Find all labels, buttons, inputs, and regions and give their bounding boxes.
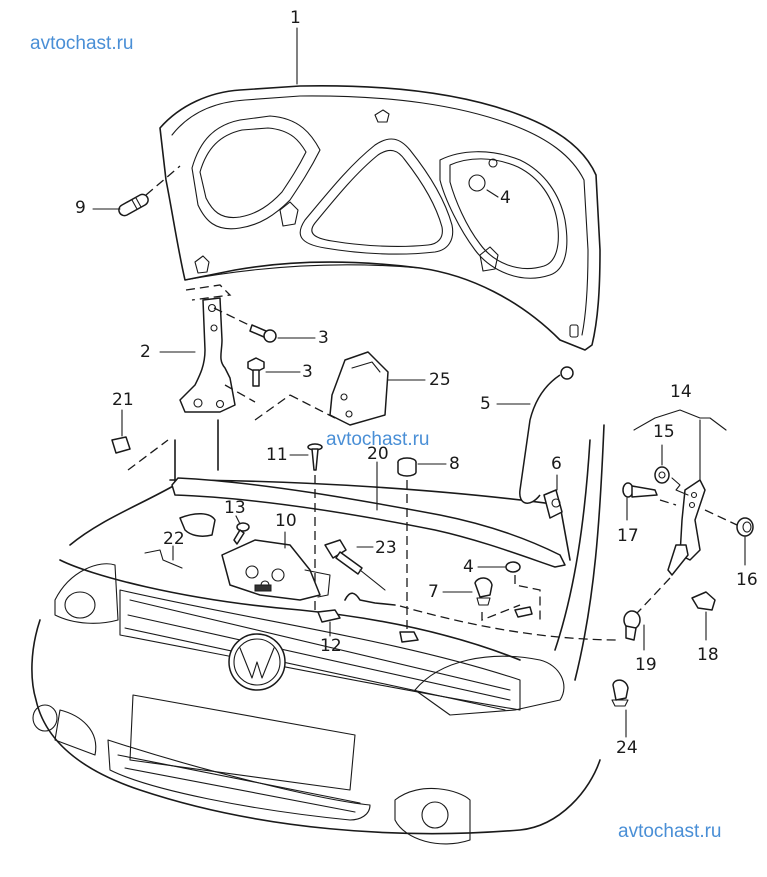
callout-9: 9 (75, 198, 86, 218)
adjustable-buffer-part (118, 165, 181, 217)
callout-22: 22 (163, 529, 185, 549)
nut-part (654, 466, 689, 496)
callout-12: 12 (320, 636, 342, 656)
callout-23: 23 (375, 538, 397, 558)
callout-3-upper: 3 (318, 328, 329, 348)
leader-4a (486, 189, 499, 198)
hood-latch-part (221, 539, 331, 601)
hinge-bolt-part (247, 324, 277, 387)
callout-13: 13 (224, 498, 246, 518)
latch-bolt-part (233, 522, 250, 545)
rubber-buffer-part (397, 457, 419, 643)
callout-25: 25 (429, 370, 451, 390)
callout-4-hood: 4 (500, 188, 511, 208)
hood-part (159, 84, 601, 351)
callout-6: 6 (551, 454, 562, 474)
lever-handle-cap-part (704, 509, 754, 537)
callout-24: 24 (616, 738, 638, 758)
latch-support-part (144, 513, 216, 569)
callout-4-lower: 4 (463, 557, 474, 577)
hood-seal-part (171, 477, 566, 568)
callout-17: 17 (617, 526, 639, 546)
callout-15: 15 (653, 422, 675, 442)
callout-16: 16 (736, 570, 758, 590)
callout-18: 18 (697, 645, 719, 665)
cable-holder-part (691, 591, 716, 611)
hood-hinge-part (179, 284, 256, 413)
lock-carrier-bracket-part (254, 351, 389, 426)
grommet-clip-part (474, 561, 541, 621)
cable-clip-part (317, 609, 341, 623)
callout-10: 10 (275, 511, 297, 531)
car-body (31, 419, 605, 845)
callout-14: 14 (670, 382, 692, 402)
watermark-center: avtochast.ru (326, 429, 430, 450)
lever-screw-part (622, 482, 677, 506)
release-lever-part (629, 409, 727, 621)
seal-clip-part (111, 409, 169, 471)
callout-5: 5 (480, 394, 491, 414)
leader-13 (235, 515, 241, 525)
callout-1: 1 (290, 8, 301, 28)
watermark-bottom-right: avtochast.ru (618, 821, 722, 842)
cable-retainer-part (611, 679, 629, 707)
callout-7: 7 (428, 582, 439, 602)
watermark-top-left: avtochast.ru (30, 33, 134, 54)
callout-2: 2 (140, 342, 151, 362)
callout-21: 21 (112, 390, 134, 410)
callout-11: 11 (266, 445, 288, 465)
callout-19: 19 (635, 655, 657, 675)
callout-8: 8 (449, 454, 460, 474)
release-cable-part (324, 539, 621, 641)
callout-20: 20 (367, 444, 389, 464)
cable-grommet-part (623, 610, 641, 641)
callout-3-lower: 3 (302, 362, 313, 382)
prop-rod-part (519, 366, 574, 519)
